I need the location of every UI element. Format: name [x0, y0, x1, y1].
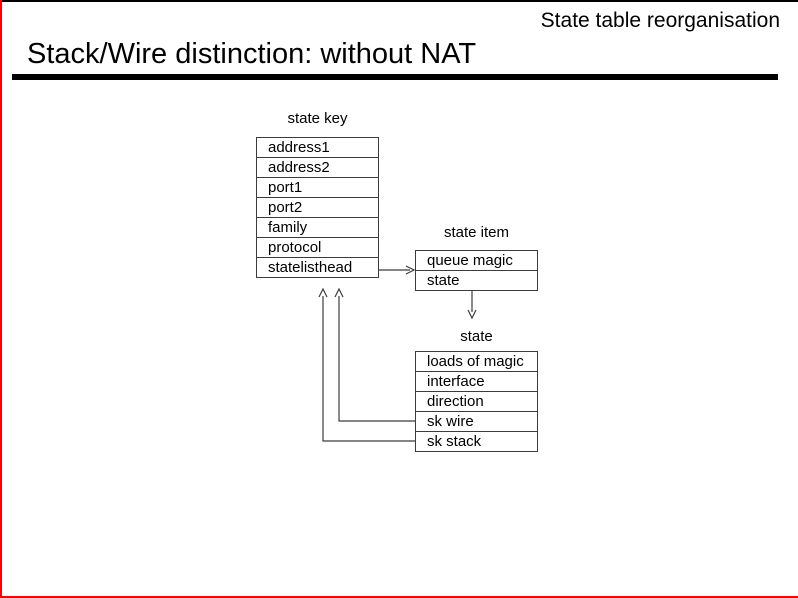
table-row: address1 [268, 139, 330, 156]
top-border-line [2, 0, 798, 2]
table-row: family [257, 217, 378, 237]
table-row: port2 [257, 197, 378, 217]
state-item-title: state item [443, 224, 510, 241]
table-row: state [416, 270, 537, 290]
table-row: loads of magic [427, 353, 524, 370]
table-row: protocol [257, 237, 378, 257]
bottom-red-border [0, 596, 798, 598]
state-key-title: state key [287, 110, 348, 127]
connector-statelisthead-to-stateitem [378, 265, 416, 275]
table-row: address2 [257, 157, 378, 177]
slide-corner-title: State table reorganisation [540, 9, 780, 32]
connector-stateitem-to-state [467, 290, 477, 320]
state-key-table: address1 address2 port1 port2 family pro… [256, 137, 379, 278]
heading-underline-rule [12, 74, 778, 80]
table-row: direction [416, 391, 537, 411]
table-row: statelisthead [257, 257, 378, 277]
page-title: Stack/Wire distinction: without NAT [27, 38, 477, 70]
connector-skstack-to-statekey [318, 287, 415, 442]
state-table: loads of magic interface direction sk wi… [415, 351, 538, 452]
table-row: sk wire [416, 411, 537, 431]
table-row: port1 [257, 177, 378, 197]
state-title: state [460, 328, 493, 345]
state-item-table: queue magic state [415, 250, 538, 291]
connector-skwire-to-statekey [334, 287, 415, 422]
table-row: interface [416, 371, 537, 391]
table-row: queue magic [427, 252, 513, 269]
left-red-border [0, 0, 2, 598]
table-row: sk stack [416, 431, 537, 451]
